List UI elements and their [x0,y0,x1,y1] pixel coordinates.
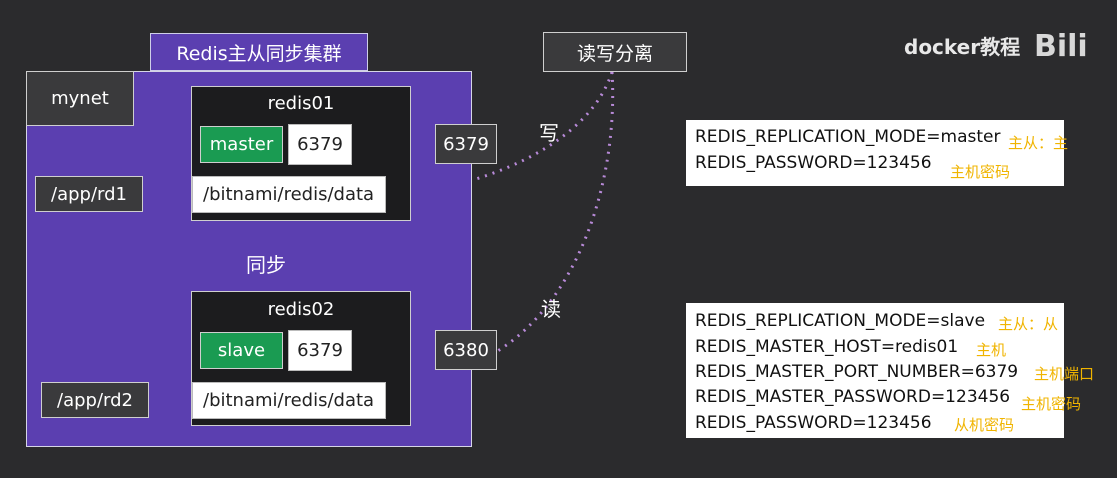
container-name: redis02 [267,299,335,320]
rw-split-box: 读写分离 [543,32,687,72]
env-line: REDIS_MASTER_PASSWORD=123456 [695,387,1011,407]
write-label: 写 [539,121,559,145]
bilibili-logo-icon: Bili [1004,10,1117,64]
host-port: 6380 [435,330,497,370]
read-label: 读 [541,297,561,321]
env-note: 主机密码 [1021,395,1082,413]
env-line: REDIS_REPLICATION_MODE=slave [695,311,986,331]
slave-env-box: REDIS_REPLICATION_MODE=slave REDIS_MASTE… [686,303,1094,438]
svg-text:Bili: Bili [1034,29,1088,62]
host-dir: /app/rd2 [41,382,149,418]
env-line: REDIS_PASSWORD=123456 [695,413,932,433]
container-port: 6379 [288,330,352,371]
cluster-title: Redis主从同步集群 [150,33,368,71]
env-note: 主机端口 [1034,365,1095,383]
env-line: REDIS_MASTER_HOST=redis01 [695,337,959,357]
host-dir: /app/rd1 [35,176,143,212]
env-note: 主从：从 [998,315,1059,333]
env-line: REDIS_REPLICATION_MODE=master [695,127,1001,147]
master-env-box: REDIS_REPLICATION_MODE=master REDIS_PASS… [686,120,1068,186]
container-port: 6379 [288,124,352,165]
sync-label: 同步 [246,253,286,277]
watermark-text: docker教程 [904,35,1021,59]
env-note: 主从：主 [1008,134,1069,152]
container-name: redis01 [267,93,335,114]
env-note: 从机密码 [954,416,1015,434]
role-badge-slave: slave [200,332,283,369]
env-line: REDIS_PASSWORD=123456 [695,153,932,173]
network-label: mynet [26,71,134,126]
env-note: 主机 [976,341,1007,359]
role-badge-master: master [200,126,283,163]
host-port: 6379 [435,124,497,164]
volume-path: /bitnami/redis/data [192,176,386,213]
volume-path: /bitnami/redis/data [192,382,386,419]
env-line: REDIS_MASTER_PORT_NUMBER=6379 [695,362,1019,382]
env-note: 主机密码 [950,163,1011,181]
